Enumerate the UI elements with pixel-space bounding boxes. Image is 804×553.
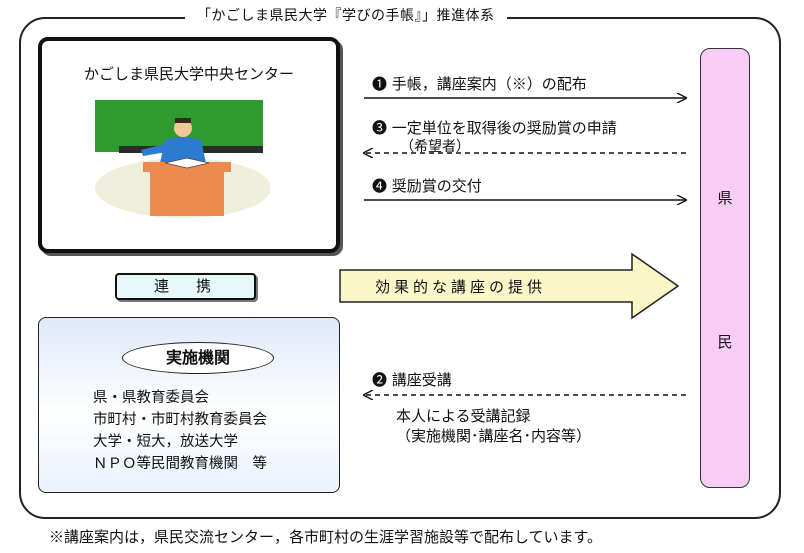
open-book [164, 157, 210, 169]
diagram-title: 「かごしま県民大学『学びの手帳』」推進体系 [185, 5, 507, 25]
flow-label-2-sub2: （実施機関･講座名･内容等） [396, 427, 592, 445]
teacher-arm [141, 144, 167, 156]
institution-item: 県・県教育委員会 [93, 390, 209, 406]
kenmin-char-min: 民 [717, 333, 733, 351]
kenmin-char-ken: 県 [717, 189, 733, 207]
institution-item: 市町村・市町村教育委員会 [93, 412, 267, 428]
flow-label-3: ❸ 一定単位を取得後の奨励賞の申請 [372, 119, 617, 137]
kenmin-box: 県 民 [700, 48, 750, 488]
flow-label-2-sub1: 本人による受講記録 [396, 407, 531, 425]
institutions-box: 実施機関 県・県教育委員会 市町村・市町村教育委員会 大学・短大，放送大学 ＮＰ… [38, 317, 340, 493]
main-block-arrow [339, 252, 680, 320]
desk-front [150, 172, 224, 216]
footnote: ※講座案内は，県民交流センター，各市町村の生涯学習施設等で配布しています。 [49, 528, 603, 546]
institution-item: ＮＰＯ等民間教育機関 等 [93, 456, 267, 472]
flow-label-1: ❶ 手帳，講座案内（※）の配布 [372, 75, 587, 93]
flow-label-2: ❷ 講座受講 [372, 371, 452, 389]
central-center-name: かごしま県民大学中央センター [83, 65, 294, 83]
renkei-box: 連 携 [115, 273, 256, 300]
institution-item: 大学・短大，放送大学 [93, 434, 238, 450]
main-arrow-label: 効果的な講座の提供 [375, 278, 547, 296]
flow-label-4: ❹ 奨励賞の交付 [372, 177, 482, 195]
teacher-head [174, 119, 192, 137]
teacher-hair [175, 118, 191, 123]
flow-label-3-sub: （希望者） [400, 139, 470, 155]
institutions-title: 実施機関 [122, 342, 274, 374]
teacher-illustration [95, 100, 270, 218]
